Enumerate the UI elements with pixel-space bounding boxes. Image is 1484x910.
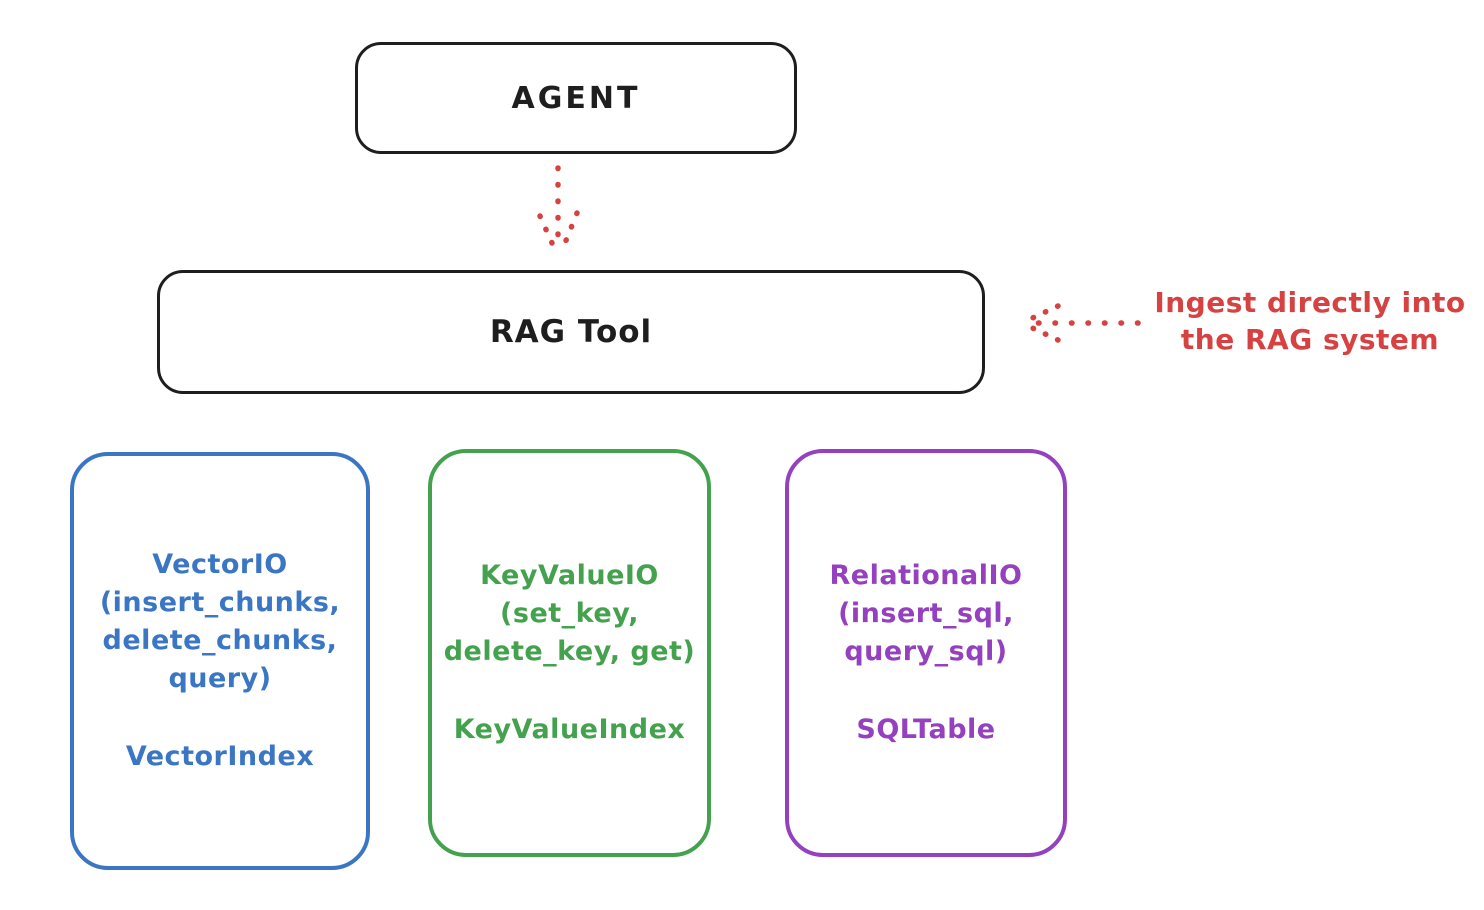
relational-io-node: RelationalIO (insert_sql, query_sql) SQL…	[785, 449, 1067, 857]
keyvalue-io-line: KeyValueIO	[480, 560, 659, 591]
vector-io-line: VectorIO	[152, 549, 288, 580]
keyvalue-io-line: (set_key,	[500, 598, 639, 629]
agent-node: AGENT	[355, 42, 797, 154]
agent-node-label: AGENT	[511, 80, 641, 116]
rag-tool-node-label: RAG Tool	[489, 314, 653, 350]
vector-io-line: (insert_chunks,	[99, 587, 341, 618]
keyvalue-index-label: KeyValueIndex	[453, 714, 686, 745]
ingest-annotation-line2: the RAG system	[1180, 323, 1440, 356]
ingest-annotation-label: Ingest directly into the RAG system	[1142, 284, 1478, 358]
keyvalue-io-line: delete_key, get)	[443, 636, 696, 667]
ingest-annotation-line1: Ingest directly into	[1154, 286, 1466, 319]
vector-io-line: delete_chunks,	[102, 625, 338, 656]
ingest-annotation-arrow	[1021, 303, 1141, 343]
keyvalue-io-node: KeyValueIO (set_key, delete_key, get) Ke…	[428, 449, 711, 857]
sql-table-label: SQLTable	[856, 714, 996, 745]
relational-io-line: query_sql)	[844, 636, 1008, 667]
relational-io-line: (insert_sql,	[838, 598, 1014, 629]
vector-index-label: VectorIndex	[125, 741, 315, 772]
relational-io-line: RelationalIO	[829, 560, 1023, 591]
rag-tool-node: RAG Tool	[157, 270, 985, 394]
vector-io-node: VectorIO (insert_chunks, delete_chunks, …	[70, 452, 370, 870]
agent-to-rag-arrow	[537, 165, 580, 256]
vector-io-line: query)	[168, 663, 272, 694]
